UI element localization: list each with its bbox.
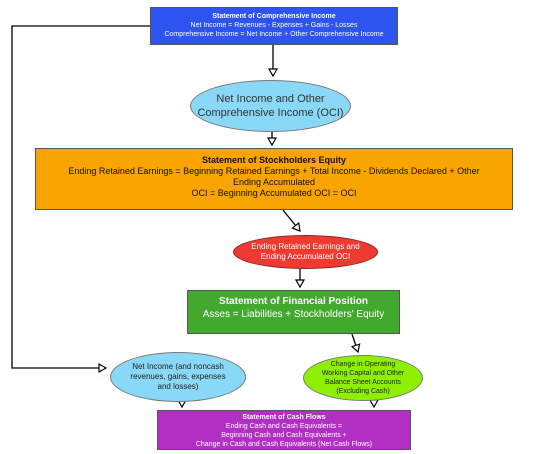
comprehensive-income-line: Comprehensive Income = Net Income + Othe… bbox=[164, 31, 384, 38]
net-income-noncash-line: and losses) bbox=[157, 382, 199, 391]
cash-flows-line: Change in Cash and Cash Equivalents (Net… bbox=[195, 441, 373, 448]
net-income-noncash-line: Net Income (and noncash bbox=[132, 362, 224, 371]
edge-position-to-workingcap bbox=[352, 333, 358, 352]
statement-financial-position-box: Statement of Financial Position Asses = … bbox=[187, 290, 400, 334]
cash-flows-title: Statement of Cash Flows bbox=[242, 414, 326, 421]
net-income-noncash-ellipse: Net Income (and noncash revenues, gains,… bbox=[110, 352, 246, 402]
ending-re-oci-line: Ending Accumulated OCI bbox=[260, 252, 351, 261]
ending-re-oci-ellipse: Ending Retained Earnings and Ending Accu… bbox=[233, 235, 378, 269]
ni-oci-line: Comprehensive Income (OCI) bbox=[197, 107, 344, 119]
comprehensive-income-title: Statement of Comprehensive Income bbox=[212, 13, 336, 20]
comprehensive-income-line: Net Income = Revenues - Expenses + Gains… bbox=[190, 22, 358, 29]
financial-position-title: Statement of Financial Position bbox=[219, 296, 368, 307]
net-income-noncash-line: revenues, gains, expenses bbox=[130, 372, 226, 381]
working-capital-line: Working Capital and Other bbox=[321, 370, 405, 377]
ni-oci-ellipse: Net Income and Other Comprehensive Incom… bbox=[190, 80, 351, 132]
cash-flows-line: Beginning Cash and Cash Equivalents + bbox=[221, 432, 347, 439]
ending-re-oci-line: Ending Retained Earnings and bbox=[251, 242, 360, 251]
statement-cash-flows-box: Statement of Cash Flows Ending Cash and … bbox=[157, 410, 411, 450]
stockholders-equity-line: Ending Accumulated bbox=[232, 177, 316, 187]
statement-comprehensive-income-box: Statement of Comprehensive Income Net In… bbox=[150, 7, 398, 45]
working-capital-line: Change in Operating bbox=[330, 361, 396, 368]
edge-equity-to-ending bbox=[282, 209, 300, 231]
working-capital-ellipse: Change in Operating Working Capital and … bbox=[303, 355, 423, 401]
working-capital-line: (Excluding Cash) bbox=[336, 388, 390, 395]
statement-stockholders-equity-box: Statement of Stockholders Equity Ending … bbox=[35, 148, 513, 210]
cash-flows-line: Ending Cash and Cash Equivalents = bbox=[225, 423, 343, 430]
stockholders-equity-line: OCI = Beginning Accumulated OCI = OCI bbox=[191, 188, 357, 198]
stockholders-equity-title: Statement of Stockholders Equity bbox=[201, 155, 347, 165]
edge-income-to-netincome bbox=[11, 25, 150, 368]
financial-position-line: Asses = Liabilities + Stockholders' Equi… bbox=[202, 309, 385, 320]
stockholders-equity-line: Ending Retained Earnings = Beginning Ret… bbox=[68, 166, 480, 176]
ni-oci-line: Net Income and Other bbox=[216, 93, 325, 105]
working-capital-line: Balance Sheet Accounts bbox=[325, 379, 401, 386]
